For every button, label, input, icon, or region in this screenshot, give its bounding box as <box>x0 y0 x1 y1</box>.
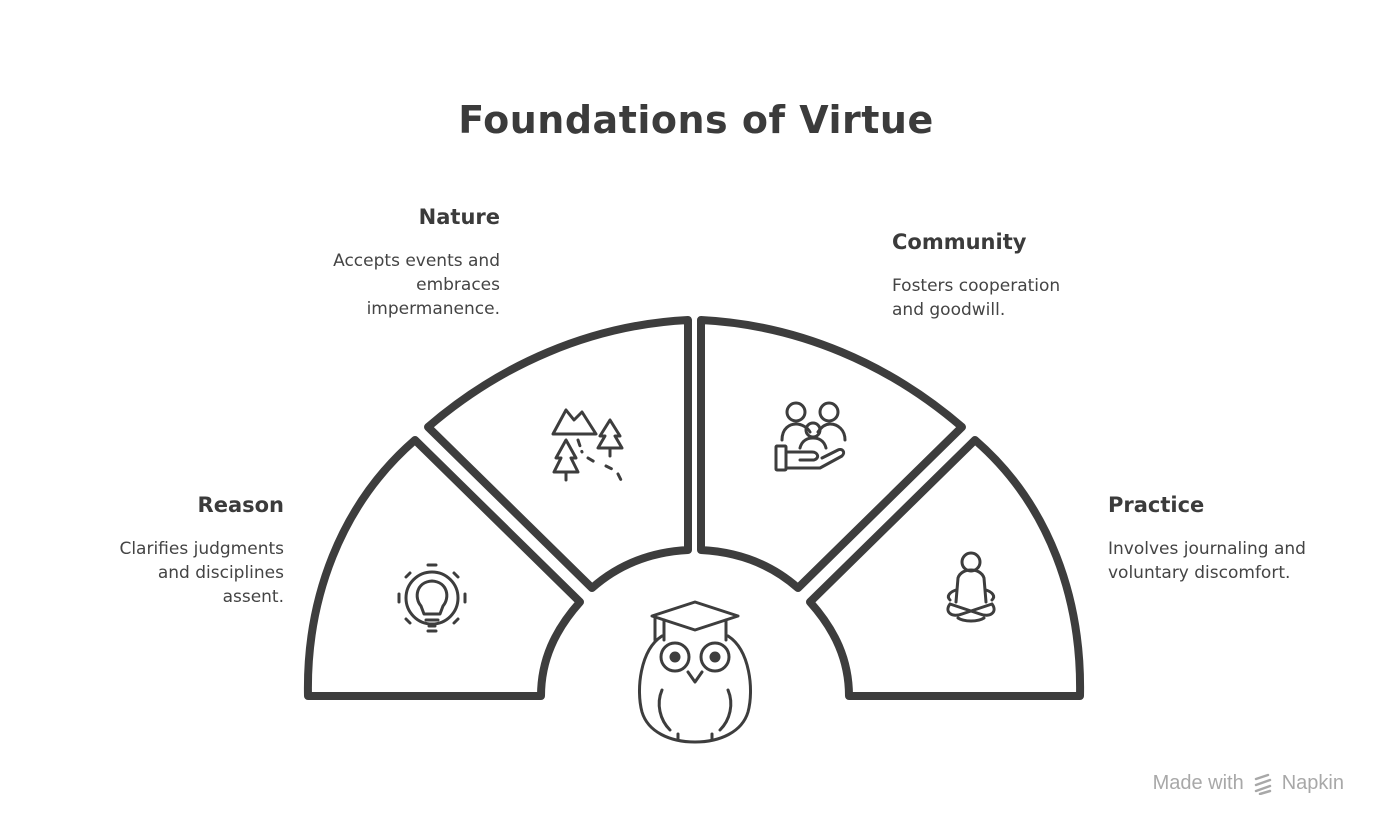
community-title: Community <box>892 230 1027 254</box>
nature-label: Nature Accepts events and embraces imper… <box>200 205 500 321</box>
practice-description: Involves journaling and voluntary discom… <box>1108 539 1306 583</box>
practice-segment <box>806 436 1085 700</box>
diagram-title: Foundations of Virtue <box>458 98 934 142</box>
napkin-logo-icon <box>1254 773 1271 795</box>
reason-segment <box>303 436 584 700</box>
nature-segment <box>424 316 692 592</box>
reason-title: Reason <box>197 493 284 517</box>
made-with-text: Made with <box>1152 772 1244 794</box>
meditation-icon <box>946 551 996 623</box>
community-label: Community Fosters cooperation and goodwi… <box>892 230 1192 322</box>
nature-description: Accepts events and embraces impermanence… <box>333 251 500 319</box>
reason-description: Clarifies judgments and disciplines asse… <box>119 539 284 607</box>
napkin-brand-text: Napkin <box>1281 772 1344 794</box>
nature-title: Nature <box>418 205 500 229</box>
community-hand-icon <box>774 401 847 472</box>
reason-label: Reason Clarifies judgments and disciplin… <box>0 493 284 609</box>
community-segment <box>697 316 966 592</box>
owl-graduate-icon <box>638 600 752 744</box>
lightbulb-gear-icon <box>397 563 467 633</box>
made-with-napkin[interactable]: Made with Napkin <box>1153 772 1344 795</box>
landscape-icon <box>551 408 624 482</box>
practice-label: Practice Involves journaling and volunta… <box>1108 493 1392 585</box>
community-description: Fosters cooperation and goodwill. <box>892 276 1061 320</box>
practice-title: Practice <box>1108 493 1205 517</box>
